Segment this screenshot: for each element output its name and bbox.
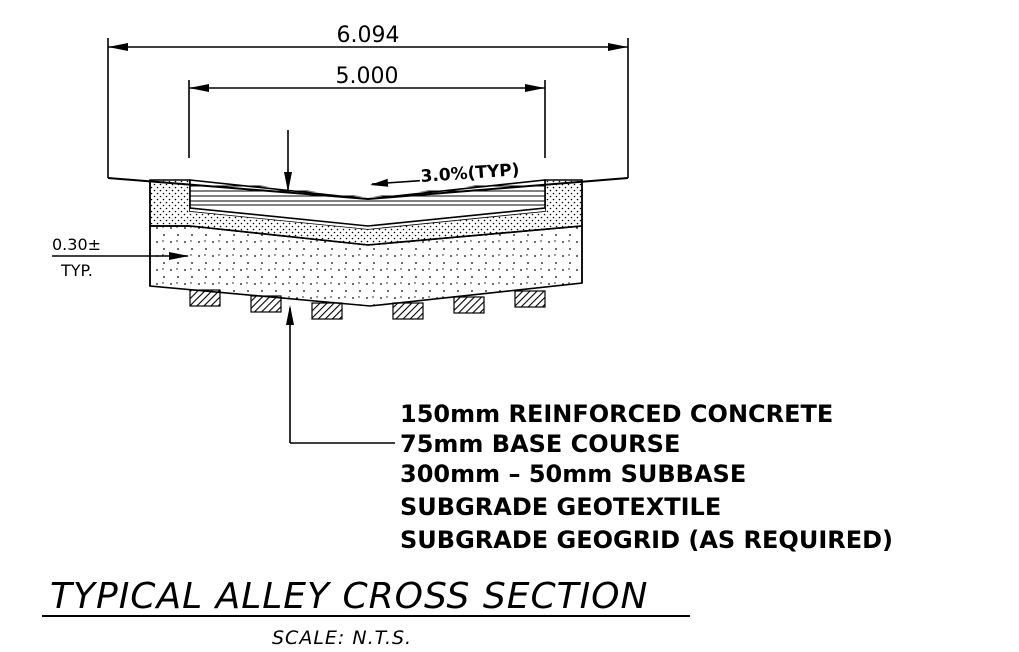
layer-notes: 150mm REINFORCED CONCRETE 75mm BASE COUR… xyxy=(400,400,893,554)
overall-width-label: 6.094 xyxy=(337,23,400,48)
layer-note-subbase: 300mm – 50mm SUBBASE xyxy=(400,460,746,488)
layer-note-base-course: 75mm BASE COURSE xyxy=(400,430,680,458)
drawing-title-block: TYPICAL ALLEY CROSS SECTION SCALE: N.T.S… xyxy=(42,576,690,649)
cross-slope-label: 3.0%(TYP) xyxy=(420,160,520,187)
layer-note-geotextile: SUBGRADE GEOTEXTILE xyxy=(400,493,721,521)
pavement-width-dimension: 5.000 xyxy=(188,64,546,158)
drawing-scale: SCALE: N.T.S. xyxy=(272,627,412,649)
geogrid-blocks xyxy=(189,289,546,320)
layer-note-concrete: 150mm REINFORCED CONCRETE xyxy=(400,400,833,428)
drawing-title: TYPICAL ALLEY CROSS SECTION xyxy=(50,576,648,617)
edge-depth-annotation: 0.30± TYP. xyxy=(52,235,189,280)
layer-note-geogrid: SUBGRADE GEOGRID (AS REQUIRED) xyxy=(400,526,893,554)
surface-arrow xyxy=(284,130,292,192)
pavement-section xyxy=(107,176,629,307)
overall-width-dimension: 6.094 xyxy=(107,23,629,178)
edge-depth-note: TYP. xyxy=(60,261,93,280)
edge-depth-value: 0.30± xyxy=(52,235,101,254)
pavement-width-label: 5.000 xyxy=(336,64,399,89)
layer-leader xyxy=(286,305,395,444)
